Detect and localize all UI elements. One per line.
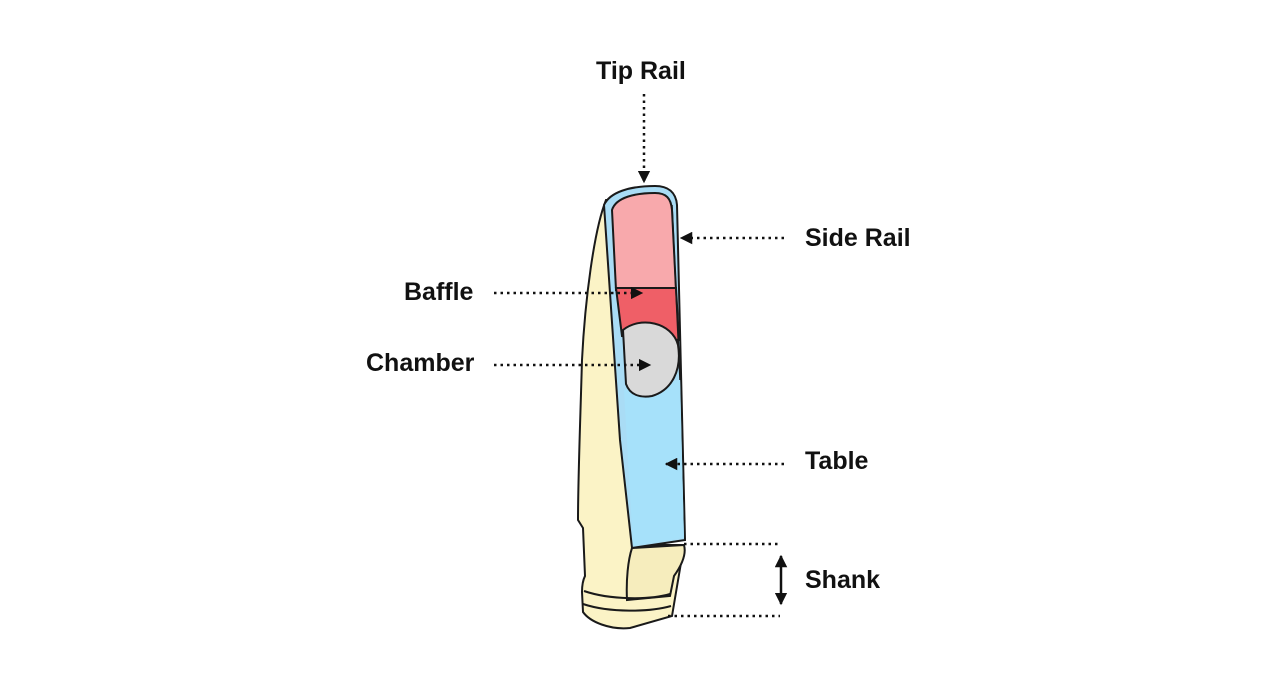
shank-label: Shank [805,566,881,594]
shank-ring-lower [582,603,672,612]
shank-section [625,543,686,602]
baffle-upper [610,191,678,291]
table-label: Table [805,447,869,475]
side-rail-line [671,204,681,381]
shank-ring-upper [583,590,671,600]
side-rail-label: Side Rail [805,224,911,252]
tip-rail-label: Tip Rail [596,57,686,85]
table-surface [624,380,684,546]
chamber-label: Chamber [366,349,475,377]
baffle-label: Baffle [404,278,474,306]
